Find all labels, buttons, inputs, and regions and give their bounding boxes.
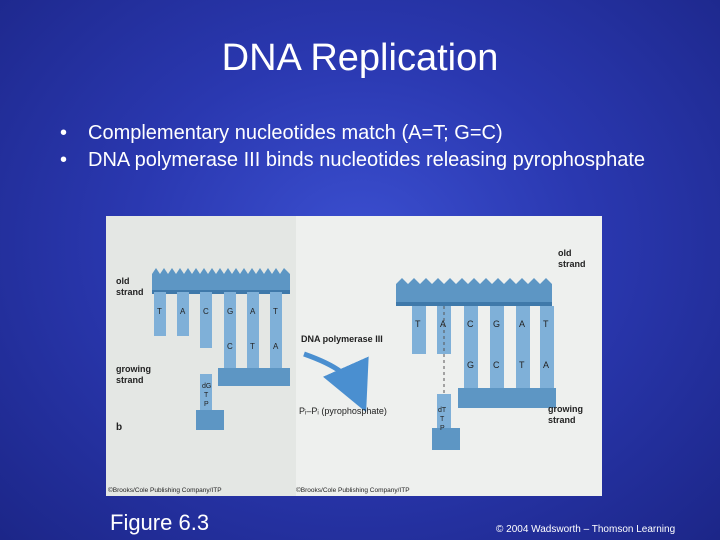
left-old-strand-label: old strand [116,276,144,297]
figure-caption: Figure 6.3 [110,510,210,535]
right-paired-letter: T [519,360,525,370]
enzyme-label: DNA polymerase III [301,334,383,344]
copyright-notice: © 2004 Wadsworth – Thomson Learning [496,524,676,535]
left-incoming-label-line: T [204,392,209,399]
left-paired-bar [247,334,259,368]
right-paired-bases: G C T A [464,350,554,390]
right-incoming-label: dT T P [438,407,448,432]
left-paired-letter: C [227,342,233,351]
pyrophosphate-label: Pᵢ–Pᵢ (pyrophosphate) [299,406,387,416]
right-paired-letter: C [493,360,500,370]
right-incoming-nucleotide: dT T P [432,394,460,450]
left-old-bases: T A C G A T [154,292,282,348]
left-paired-letter: T [250,342,255,351]
left-base-letter: G [227,307,233,316]
right-incoming-label-line: P [440,425,445,432]
left-base-bar [200,292,212,348]
figure-left-panel-shade [106,216,296,496]
left-incoming-stem [200,374,212,412]
right-old-strand-label: old strand [558,248,586,269]
right-base-letter: G [493,319,500,329]
left-base-bar [177,292,189,336]
right-old-strand-label-line: strand [558,259,586,269]
left-base-bar [247,292,259,336]
left-credit: ©Brooks/Cole Publishing Company/ITP [108,486,222,494]
left-growing-strand-label: growing strand [116,364,154,385]
left-old-strand-label-line: strand [116,287,144,297]
left-incoming-label: dG T P [202,383,213,408]
bullet-symbol: • [60,149,68,171]
right-base-letter: T [415,319,421,329]
right-growing-strand-label: growing strand [548,404,586,425]
bullet-text: Complementary nucleotides match (A=T; G=… [88,122,503,144]
left-old-strand-label-line: old [116,276,130,286]
bullet-list: • Complementary nucleotides match (A=T; … [60,120,680,174]
bullet-item: • DNA polymerase III binds nucleotides r… [60,147,680,174]
right-paired-bar [540,350,554,390]
dna-replication-figure: T A C G A T C T A dG T P old strand grow… [106,216,602,496]
right-incoming-phosphate [432,428,460,450]
figure-right-panel-shade [296,216,602,496]
right-base-letter: C [467,319,474,329]
right-paired-letter: A [543,360,549,370]
left-base-letter: A [250,307,256,316]
left-base-bar [270,292,282,336]
right-base-letter: A [519,319,525,329]
left-old-strand-backbone [152,268,290,292]
right-old-strand-backbone [396,278,552,304]
right-growing-strand-label-line: growing [548,404,583,414]
right-growing-strand-label-line: strand [548,415,576,425]
right-paired-bar [464,350,478,390]
right-old-strand-edge [396,302,552,306]
reaction-arrow [303,351,369,413]
right-incoming-label-line: dT [438,407,447,414]
right-base-bar [516,306,530,354]
left-incoming-phosphate [196,410,224,430]
left-growing-strand-backbone [218,368,290,386]
right-credit: ©Brooks/Cole Publishing Company/ITP [296,486,410,494]
right-paired-bar [516,350,530,390]
bullet-symbol: • [60,122,68,144]
bullet-text: DNA polymerase III binds nucleotides rel… [88,149,645,171]
right-incoming-label-line: T [440,416,445,423]
right-base-letter: T [543,319,549,329]
right-base-bar [540,306,554,354]
right-growing-strand-backbone [458,388,556,408]
right-paired-letter: G [467,360,474,370]
left-paired-bases: C T A [224,334,282,368]
left-growing-strand-label-line: growing [116,364,151,374]
right-old-strand-label-line: old [558,248,572,258]
left-base-letter: T [273,307,278,316]
left-panel-letter: b [116,422,122,433]
left-old-strand-edge [152,290,290,294]
slide-title: DNA Replication [221,37,499,79]
right-base-bar [412,306,426,354]
left-base-letter: C [203,307,209,316]
bullet-item: • Complementary nucleotides match (A=T; … [60,120,680,147]
left-incoming-label-line: P [204,401,209,408]
left-base-letter: A [180,307,186,316]
left-incoming-nucleotide: dG T P [196,374,224,430]
left-base-letter: T [157,307,162,316]
left-base-bar [154,292,166,336]
left-growing-strand-label-line: strand [116,375,144,385]
left-paired-letter: A [273,342,279,351]
right-paired-bar [490,350,504,390]
right-incoming-stem [437,394,451,430]
right-base-letter: A [440,319,446,329]
left-incoming-label-line: dG [202,383,211,390]
left-paired-bar [270,334,282,368]
left-paired-bar [224,334,236,368]
